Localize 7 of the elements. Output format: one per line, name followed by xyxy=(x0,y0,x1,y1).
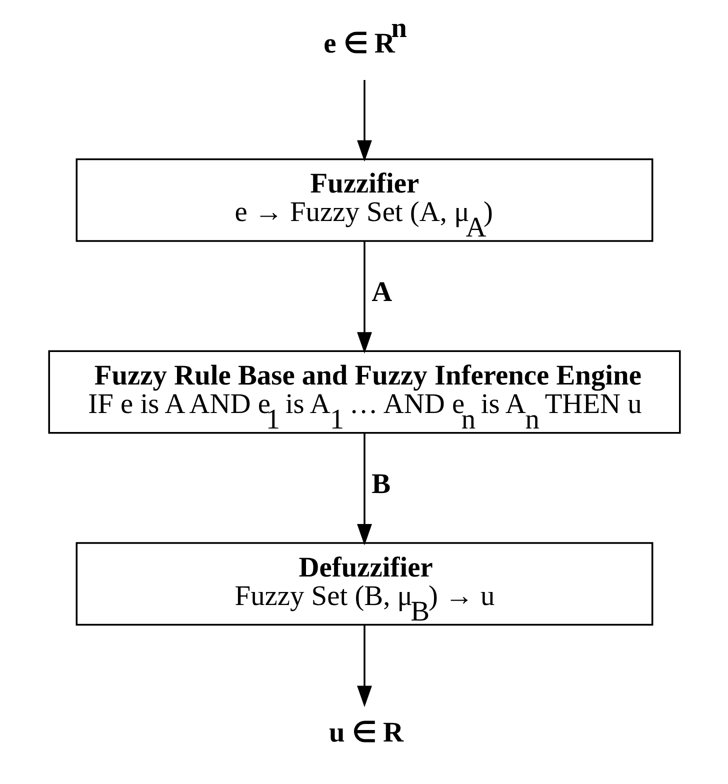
arrow xyxy=(356,624,372,708)
arrow xyxy=(356,241,372,354)
node-text: u ∈ R xyxy=(328,718,403,749)
edge-label: A xyxy=(371,277,392,308)
edge-label: B xyxy=(371,468,390,500)
arrow xyxy=(356,80,372,162)
arrow xyxy=(356,433,372,546)
